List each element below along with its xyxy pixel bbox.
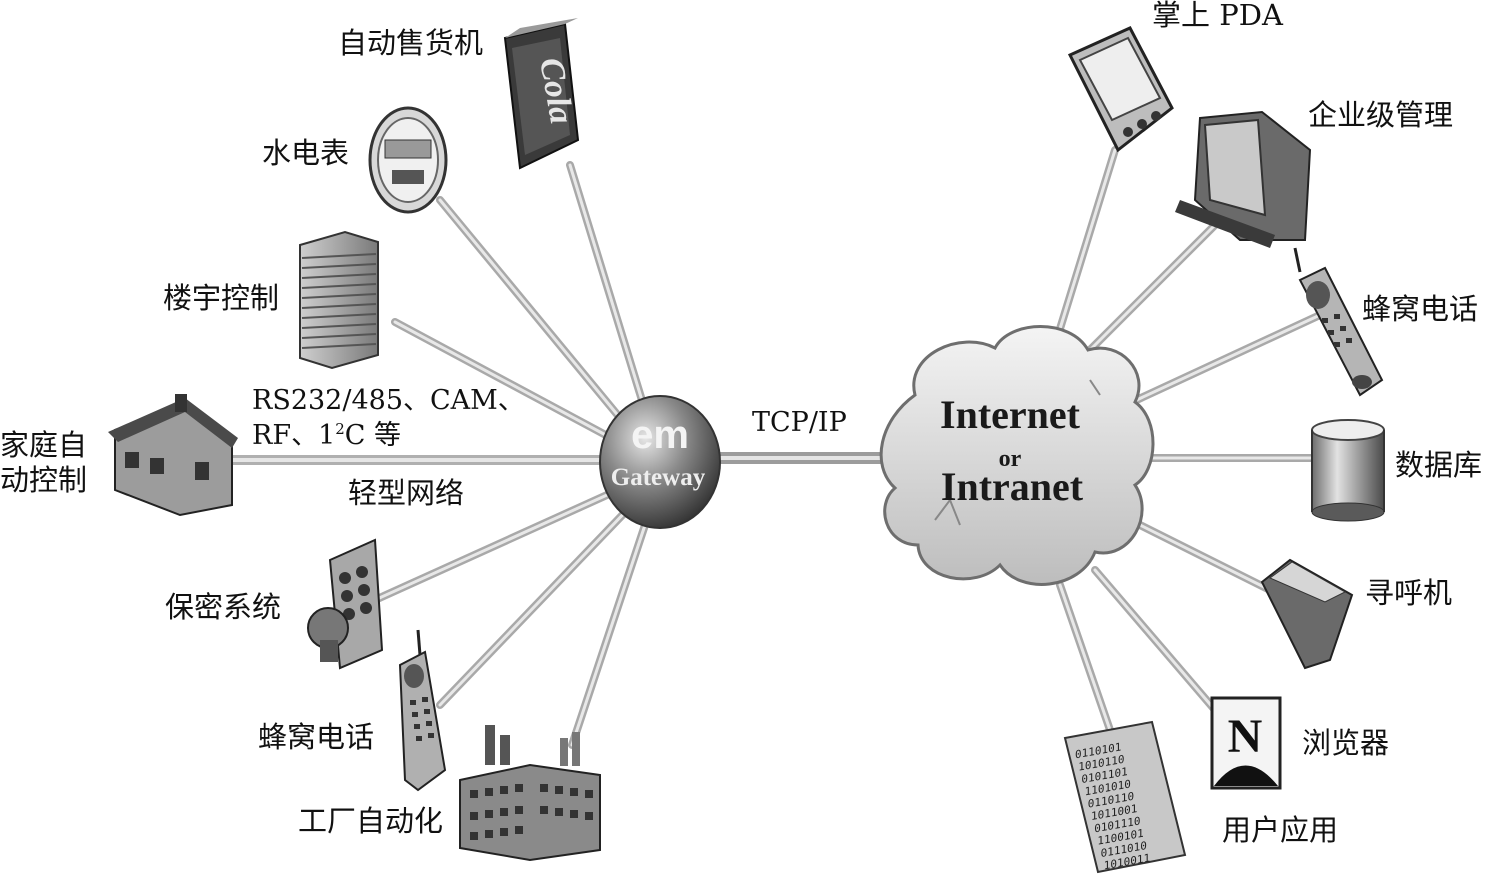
cellphone-icon-left [400, 630, 445, 790]
label-home-control-2: 动控制 [0, 465, 87, 497]
bus-label-line2-suffix: C 等 [345, 420, 401, 451]
vending-machine-icon: Cola [505, 18, 580, 168]
pager-icon [1262, 560, 1352, 668]
security-keypad-icon [308, 540, 382, 668]
factory-icon [460, 725, 600, 860]
browser-icon: N [1212, 698, 1280, 788]
label-tcpip: TCP/IP [752, 408, 847, 438]
label-database: 数据库 [1395, 450, 1482, 482]
database-icon [1312, 420, 1384, 521]
hub-label-em: em [631, 413, 689, 457]
user-application-icon: 0110101101011001011011101010011011010110… [1065, 722, 1185, 872]
label-user-application: 用户应用 [1222, 815, 1338, 847]
label-home-control-1: 家庭自 [0, 430, 87, 462]
label-browser: 浏览器 [1302, 728, 1389, 760]
label-vending-machine: 自动售货机 [338, 28, 483, 60]
label-building-control: 楼宇控制 [163, 283, 279, 315]
label-pager: 寻呼机 [1365, 578, 1452, 610]
bus-label-line1: RS232/485、CAM、 [252, 386, 525, 416]
label-enterprise-management: 企业级管理 [1308, 100, 1453, 132]
label-security-system: 保密系统 [165, 592, 281, 624]
hub-label-gateway: Gateway [611, 464, 706, 491]
house-icon [108, 394, 238, 515]
bus-label-line2-prefix: RF、1 [252, 420, 335, 451]
em-gateway-hub: em Gateway [600, 396, 720, 528]
building-icon [300, 232, 378, 368]
label-factory-automation: 工厂自动化 [298, 806, 443, 838]
label-cellphone-left: 蜂窝电话 [258, 722, 374, 754]
label-cellphone-right: 蜂窝电话 [1362, 294, 1478, 326]
cloud-label-intranet: Intranet [941, 464, 1084, 509]
bus-label-light-network: 轻型网络 [348, 478, 464, 510]
label-pda: 掌上 PDA [1152, 0, 1283, 32]
hub-links [228, 165, 650, 745]
internet-cloud: Internet or Intranet [881, 327, 1153, 585]
browser-logo-letter: N [1228, 710, 1263, 763]
meter-icon [370, 108, 446, 212]
cloud-label-internet: Internet [940, 392, 1081, 437]
pda-icon [1070, 28, 1172, 150]
bus-label-line2-sup: 2 [335, 420, 345, 438]
bus-label-line2: RF、12C 等 [252, 421, 401, 451]
monitor-icon [1175, 112, 1310, 248]
label-meter: 水电表 [262, 138, 349, 170]
